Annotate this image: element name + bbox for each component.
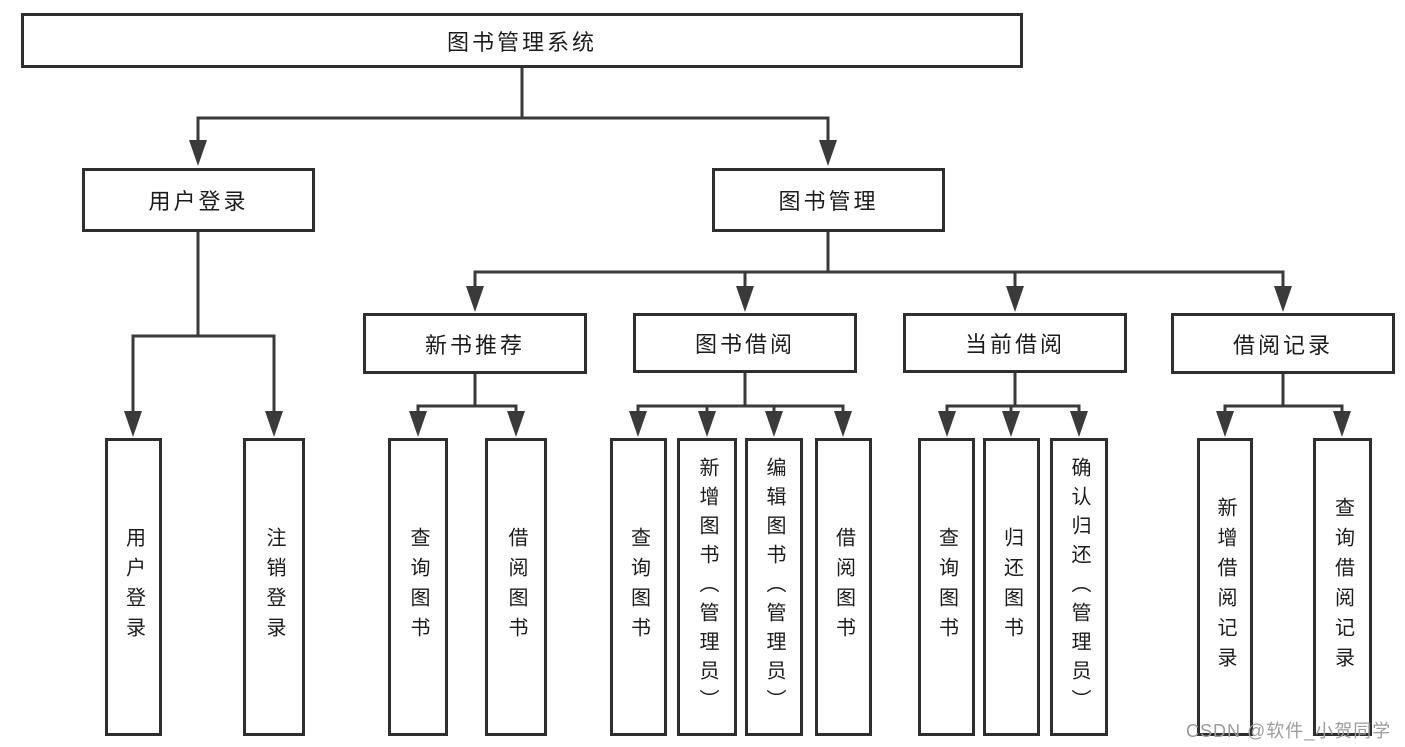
connector-user-login-branch <box>131 230 276 415</box>
leaf-borrow-book: 借阅图书 <box>815 438 872 736</box>
arrowhead-icon <box>834 411 852 437</box>
node-borrowing-records: 借阅记录 <box>1171 313 1395 374</box>
leaf-add-borrow-record: 新增借阅记录 <box>1197 438 1253 736</box>
node-user-login-group: 用户登录 <box>82 168 315 232</box>
arrowhead-icon <box>466 286 484 312</box>
arrowhead-icon <box>1333 411 1351 437</box>
node-current-borrowing: 当前借阅 <box>903 313 1127 373</box>
leaf-return-book: 归还图书 <box>983 438 1040 736</box>
node-book-management: 图书管理 <box>712 168 945 232</box>
connector-borrow-record-branch <box>1223 372 1344 415</box>
leaf-query-borrow-record: 查询借阅记录 <box>1313 438 1372 736</box>
leaf-query-book-current: 查询图书 <box>918 438 975 736</box>
csdn-watermark: CSDN @软件_小贺同学 <box>1186 721 1392 741</box>
leaf-borrow-book-recommend: 借阅图书 <box>485 438 547 736</box>
arrowhead-icon <box>124 411 142 437</box>
node-root-library-system: 图书管理系统 <box>21 13 1023 68</box>
arrowhead-icon <box>765 411 783 437</box>
arrowhead-icon <box>698 411 716 437</box>
leaf-confirm-return-admin-label: 确认归还（管理员） <box>1068 456 1090 718</box>
leaf-query-borrow-record-label: 查询借阅记录 <box>1331 497 1354 677</box>
leaf-add-book-admin: 新增图书（管理员） <box>677 438 737 736</box>
connector-book-borrow-branch <box>636 371 845 415</box>
leaf-edit-book-admin-label: 编辑图书（管理员） <box>763 456 785 718</box>
arrowhead-icon <box>189 140 207 166</box>
leaf-edit-book-admin: 编辑图书（管理员） <box>745 438 803 736</box>
connector-current-borrow-branch <box>945 371 1081 415</box>
arrowhead-icon <box>938 411 956 437</box>
arrowhead-icon <box>265 411 283 437</box>
arrowhead-icon <box>1216 411 1234 437</box>
leaf-query-book-borrowing-label: 查询图书 <box>627 527 650 647</box>
arrowhead-icon <box>736 286 754 312</box>
leaf-query-book-borrowing: 查询图书 <box>610 438 667 736</box>
leaf-return-book-label: 归还图书 <box>1000 527 1023 647</box>
arrowhead-icon <box>1006 286 1024 312</box>
leaf-query-book-recommend: 查询图书 <box>388 438 448 736</box>
arrowhead-icon <box>819 140 837 166</box>
connector-book-mgmt-branch <box>473 230 1285 290</box>
arrowhead-icon <box>629 411 647 437</box>
arrowhead-icon <box>507 411 525 437</box>
leaf-confirm-return-admin: 确认归还（管理员） <box>1050 438 1108 736</box>
connector-root-to-level2 <box>196 66 830 144</box>
arrowhead-icon <box>409 411 427 437</box>
arrowhead-icon <box>1274 286 1292 312</box>
node-book-borrowing: 图书借阅 <box>633 313 857 373</box>
leaf-borrow-book-recommend-label: 借阅图书 <box>505 527 527 647</box>
arrowhead-icon <box>1070 411 1088 437</box>
leaf-add-borrow-record-label: 新增借阅记录 <box>1214 497 1236 677</box>
leaf-logout-label: 注销登录 <box>263 527 285 647</box>
arrowhead-icon <box>1002 411 1020 437</box>
leaf-add-book-admin-label: 新增图书（管理员） <box>696 456 718 718</box>
node-new-book-recommend: 新书推荐 <box>363 313 587 374</box>
leaf-query-book-current-label: 查询图书 <box>935 527 958 647</box>
connector-new-book-branch <box>416 372 518 415</box>
leaf-borrow-book-label: 借阅图书 <box>832 527 855 647</box>
leaf-user-login-label: 用户登录 <box>122 527 145 647</box>
leaf-user-login: 用户登录 <box>105 438 162 736</box>
leaf-logout: 注销登录 <box>243 438 305 736</box>
leaf-query-book-recommend-label: 查询图书 <box>407 527 429 647</box>
